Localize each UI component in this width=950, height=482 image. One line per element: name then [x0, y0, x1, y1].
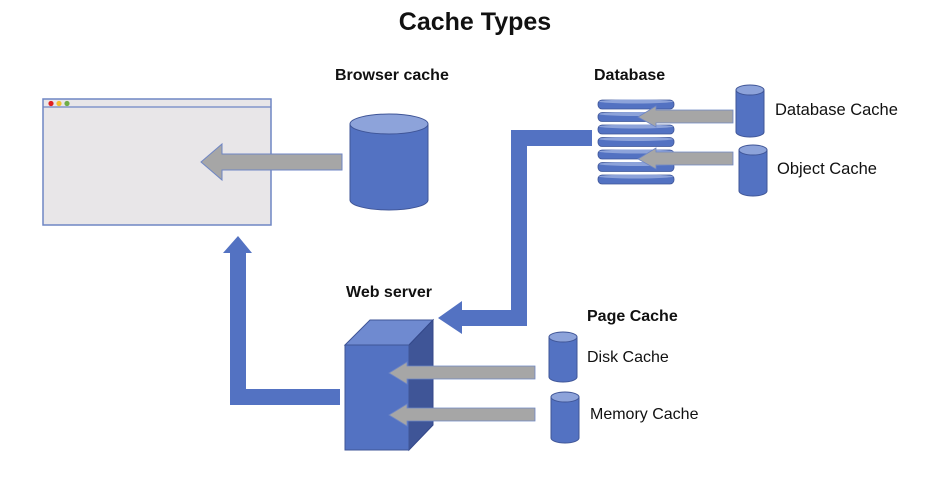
- database-label: Database: [594, 67, 666, 84]
- arrow-database-to-web-server: [438, 130, 592, 334]
- memory-cache-label: Memory Cache: [590, 406, 699, 423]
- diagram-title: Cache Types: [398, 8, 552, 36]
- object-cache-label: Object Cache: [777, 160, 877, 178]
- maximize-dot-icon: [64, 100, 70, 107]
- close-dot-icon: [48, 100, 54, 107]
- database-cache-label: Database Cache: [775, 101, 898, 119]
- database-cache-cylinder-icon: [735, 84, 765, 138]
- browser-cache-label: Browser cache: [335, 67, 449, 84]
- disk-cache-label: Disk Cache: [587, 349, 669, 366]
- object-cache-cylinder-icon: [738, 144, 768, 197]
- web-server-label: Web server: [346, 284, 432, 301]
- arrow-web-server-to-browser: [230, 389, 340, 405]
- arrow-disk-cache-to-web-server: [388, 361, 536, 385]
- arrow-database-cache-to-database: [637, 105, 734, 128]
- memory-cache-cylinder-icon: [550, 391, 580, 444]
- minimize-dot-icon: [56, 100, 62, 107]
- arrow-memory-cache-to-web-server: [388, 403, 536, 427]
- database-disk-top: [599, 124, 673, 129]
- arrow-web-server-to-browser-shaft: [223, 236, 252, 405]
- database-disk-top: [599, 174, 673, 179]
- browser-cache-cylinder-icon: [349, 113, 429, 211]
- database-disk-top: [599, 137, 673, 141]
- arrow-browser-cache-to-browser: [200, 142, 343, 182]
- database-disk-top: [599, 99, 673, 104]
- disk-cache-cylinder-icon: [548, 331, 578, 383]
- web-server-box-icon: [343, 318, 435, 452]
- page-cache-label: Page Cache: [587, 308, 678, 325]
- arrow-object-cache-to-database: [637, 147, 734, 170]
